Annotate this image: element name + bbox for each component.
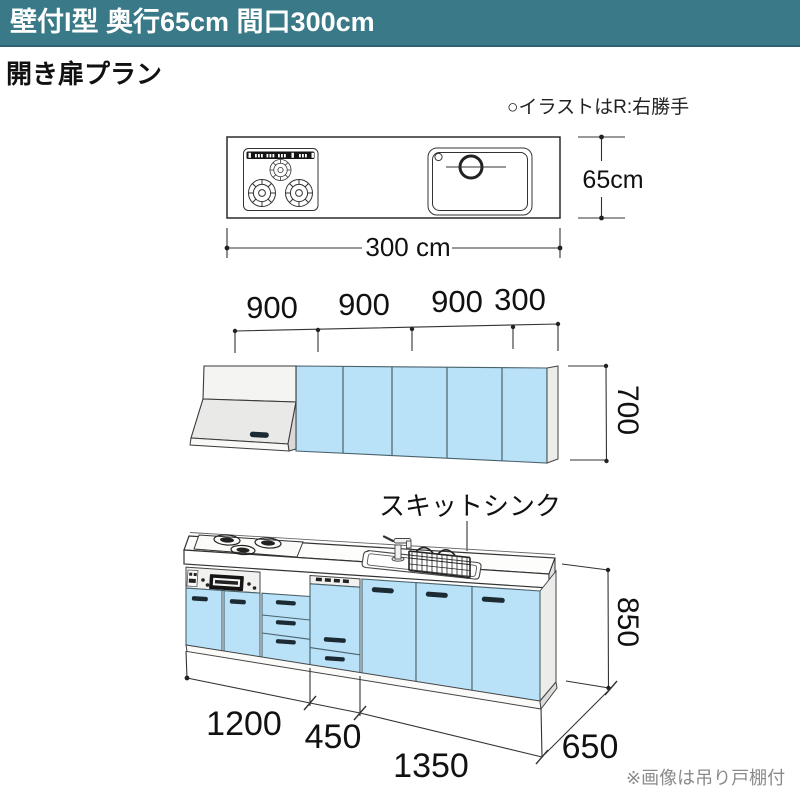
range-hood (189, 365, 297, 452)
base-door (471, 585, 541, 702)
depth-dimension-650: 650 (544, 680, 619, 766)
wall-dim-label-2: 900 (338, 287, 390, 322)
stove-control-panel (185, 566, 261, 594)
sink-top-view-icon (427, 147, 533, 216)
base-side-panel (539, 569, 557, 703)
faucet-icon (382, 535, 412, 562)
height-dimension-850: 850 (561, 563, 644, 691)
image-footnote: ※画像は吊り戸棚付 (626, 768, 786, 788)
wall-dimensions: 900 900 900 300 (232, 282, 561, 353)
sink-front-view (361, 535, 482, 580)
bottom-dimensions: 1200 450 1350 (184, 650, 549, 785)
base-door (415, 582, 473, 694)
wall-height-label: 700 (611, 385, 644, 435)
depth-dimension-label: 65cm (582, 166, 643, 194)
hood-handle (249, 431, 269, 438)
wall-dim-label-3: 900 (431, 284, 483, 319)
grill-door (209, 574, 244, 592)
wall-dim-label-1: 900 (246, 290, 298, 325)
base-door (361, 578, 417, 684)
depth-label-650: 650 (562, 728, 619, 766)
page-header: 壁付I型 奥行65cm 間口300cm (0, 0, 800, 47)
top-view: 65cm 300 cm (224, 134, 644, 262)
width-dimension-300: 300 cm (224, 228, 563, 262)
appliance-cabinet (309, 574, 361, 675)
burner-icon (269, 159, 292, 181)
wall-cabinet-doors (295, 365, 559, 464)
width-label-1200: 1200 (206, 705, 282, 743)
dish-rack-icon (408, 546, 471, 579)
base-unit-view: スキットシンク (183, 491, 644, 785)
drawer-stack (261, 592, 311, 667)
cooktop-top-view-icon (243, 148, 319, 211)
width-label-1350: 1350 (393, 747, 469, 785)
base-height-label: 850 (611, 597, 644, 647)
width-label-450: 450 (305, 718, 362, 756)
width-dimension-label: 300 cm (365, 232, 450, 262)
page-title: 壁付I型 奥行65cm 間口300cm (10, 7, 375, 37)
wall-cabinet-view: 900 900 900 300 700 (189, 282, 644, 464)
cabinet-side-panel (546, 365, 559, 464)
plan-title: 開き扉プラン (6, 59, 163, 89)
cooktop-front-view (193, 534, 304, 558)
base-cabinet-front (185, 566, 558, 711)
burner-icon (285, 179, 313, 207)
illustration-note: ○イラストはR:右勝手 (507, 97, 690, 118)
sink-label: スキットシンク (379, 491, 561, 521)
wall-dim-label-4: 300 (494, 282, 546, 317)
burner-icon (248, 179, 276, 207)
height-dimension-700: 700 (568, 363, 644, 464)
counter-outline (226, 136, 561, 219)
depth-dimension-65: 65cm (578, 134, 644, 221)
